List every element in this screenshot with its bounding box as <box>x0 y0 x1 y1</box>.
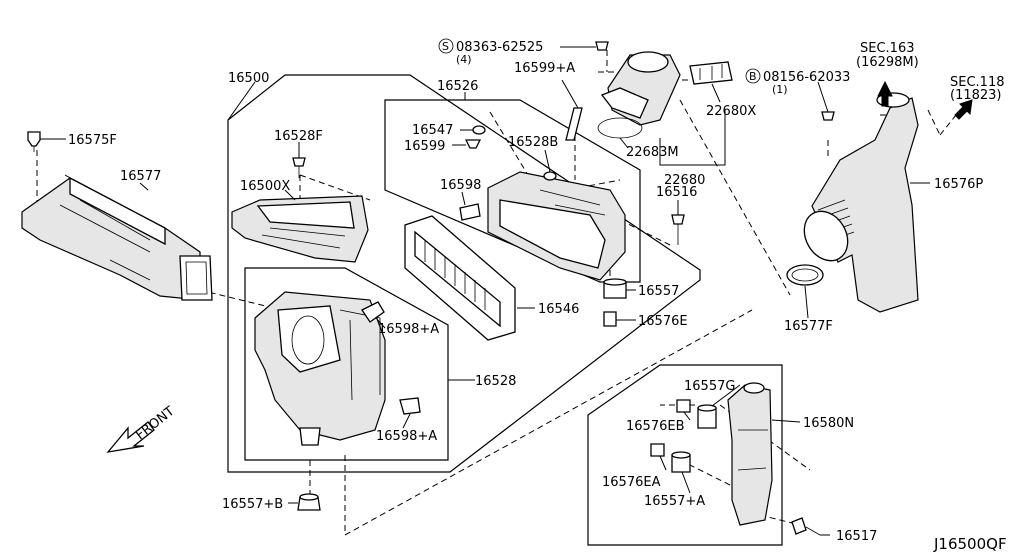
callout-16547: 16547 <box>412 123 453 138</box>
bolt-16517[interactable] <box>791 517 821 536</box>
callout-16528B: 16528B <box>508 135 558 150</box>
callout-16599A: 16599+A <box>514 61 575 76</box>
callout-16576E: 16576E <box>638 314 688 329</box>
callout-16557B: 16557+B <box>222 497 283 512</box>
screw-callout: S 08363-62525 (4) <box>438 38 543 66</box>
sec163-label: SEC.163 <box>860 41 915 56</box>
callout-16557A: 16557+A <box>644 494 705 509</box>
callout-16598A-lower: 16598+A <box>376 429 437 444</box>
callout-16576P: 16576P <box>934 177 983 192</box>
callout-16526: 16526 <box>437 79 478 94</box>
clip-16575F[interactable] <box>27 131 41 152</box>
spacer-16576EA[interactable] <box>650 443 665 457</box>
bolt-symbol: B <box>749 70 757 83</box>
mount-16557B[interactable] <box>297 493 321 511</box>
intake-duct-leader <box>659 110 726 166</box>
callout-16500: 16500 <box>228 71 269 86</box>
callout-22680: 22680 <box>664 173 705 188</box>
air-inlet-duct-16577[interactable] <box>21 176 213 301</box>
screw-qty: (4) <box>456 53 472 66</box>
air-flow-tube-22680[interactable] <box>600 51 681 126</box>
pin-16599[interactable] <box>464 139 482 149</box>
lower-housing-frame-16528 <box>244 267 449 461</box>
screw-symbol: S <box>442 40 449 53</box>
bolt-08156-62033[interactable] <box>821 111 835 121</box>
grommet-16547[interactable] <box>472 125 486 135</box>
mount-16557A[interactable] <box>671 451 691 473</box>
callout-16577F: 16577F <box>784 319 833 334</box>
callout-16500X: 16500X <box>240 179 290 194</box>
screw-code: 08363-62525 <box>456 40 543 55</box>
callout-16576EA: 16576EA <box>602 475 661 490</box>
callout-16599: 16599 <box>404 139 445 154</box>
callout-16516: 16516 <box>656 185 697 200</box>
filter-element-16546[interactable] <box>404 215 516 341</box>
grommet-16528B[interactable] <box>543 171 557 181</box>
clip-16598A-upper[interactable] <box>361 301 385 323</box>
leader-lines <box>40 46 930 536</box>
resonator-16580N[interactable] <box>727 382 773 526</box>
front-label: FRONT <box>133 404 177 443</box>
callout-16517: 16517 <box>836 529 877 544</box>
assembly-frame-16500 <box>227 74 701 473</box>
callout-16575F: 16575F <box>68 133 117 148</box>
gasket-22683M[interactable] <box>597 117 643 139</box>
callout-16528: 16528 <box>475 374 516 389</box>
mount-16557G[interactable] <box>697 404 717 429</box>
callout-16546: 16546 <box>538 302 579 317</box>
clip-16598A-lower[interactable] <box>399 397 421 415</box>
resonator-frame-16580N <box>587 364 783 546</box>
grommet-16528F[interactable] <box>292 157 306 178</box>
bolt-16516[interactable] <box>671 214 685 245</box>
upper-housing-16526[interactable] <box>487 171 626 281</box>
callout-16528F: 16528F <box>274 129 323 144</box>
sec118-arrow <box>954 99 973 120</box>
front-arrow <box>106 421 155 453</box>
bolt-callout: B 08156-62033 (1) <box>745 68 850 96</box>
callout-16557G: 16557G <box>684 379 735 394</box>
callout-16598: 16598 <box>440 178 481 193</box>
filter-housing-frame-16526 <box>384 99 641 283</box>
spacer-16576EB[interactable] <box>676 399 691 413</box>
callout-22680X: 22680X <box>706 104 756 119</box>
clamp-16577F[interactable] <box>786 264 824 286</box>
spacer-16576E[interactable] <box>603 311 617 327</box>
lower-case-16528[interactable] <box>254 291 386 446</box>
callout-16580N: 16580N <box>803 416 854 431</box>
sec163-sub-label: (16298M) <box>856 55 919 70</box>
mount-16557[interactable] <box>603 278 627 299</box>
callout-22683M: 22683M <box>626 145 679 160</box>
sec163-arrow <box>877 80 893 107</box>
intake-hose-16576P[interactable] <box>796 92 919 313</box>
callout-16577: 16577 <box>120 169 161 184</box>
callout-16557: 16557 <box>638 284 679 299</box>
callout-16598A-upper: 16598+A <box>378 322 439 337</box>
bolt-qty: (1) <box>772 83 788 96</box>
sec118-label: SEC.118 <box>950 75 1005 90</box>
screw-08363-62525[interactable] <box>595 41 609 51</box>
clip-16598[interactable] <box>459 203 481 221</box>
rod-16599A[interactable] <box>565 107 583 141</box>
sensor-22680X[interactable] <box>689 61 733 85</box>
bolt-code: 08156-62033 <box>763 70 850 85</box>
sec118-sub-label: (11823) <box>950 88 1002 103</box>
upper-cover-16500X[interactable] <box>231 195 369 263</box>
callout-16576EB: 16576EB <box>626 419 685 434</box>
diagram-code: J16500QF <box>933 535 1007 553</box>
